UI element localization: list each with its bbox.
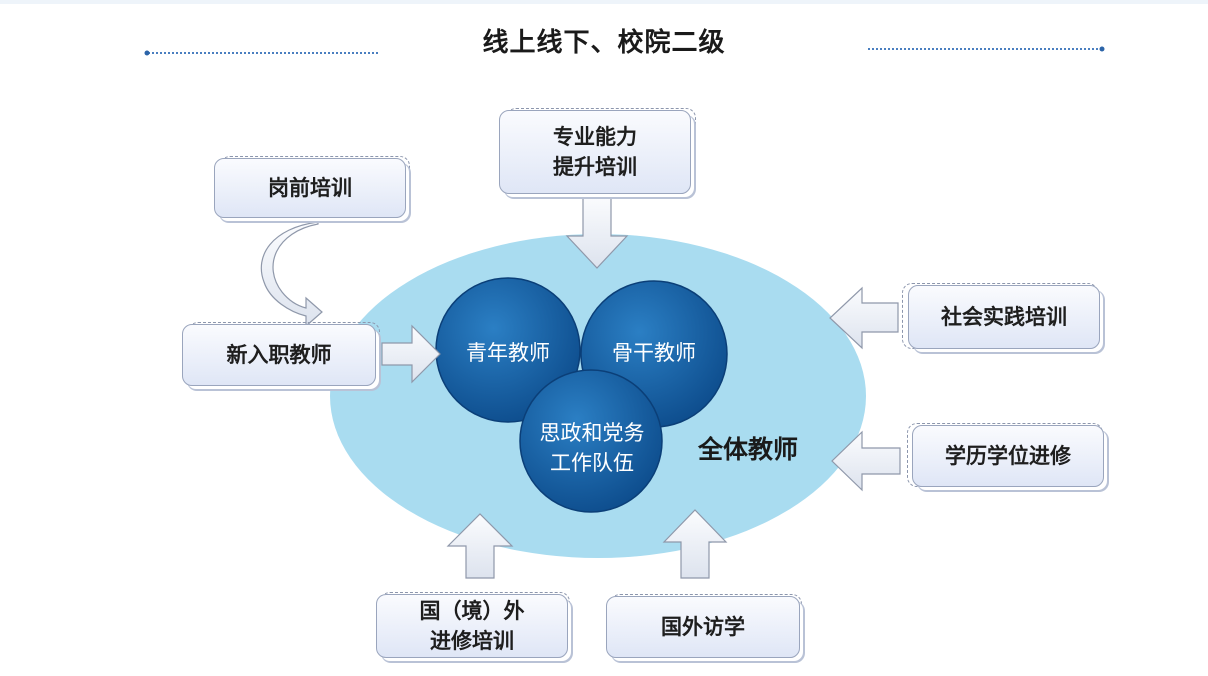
arrow-left-degree <box>831 430 901 492</box>
arrow-up-abroad <box>446 513 514 579</box>
box-new-teacher: 新入职教师 <box>182 324 376 386</box>
box-degree-study: 学历学位进修 <box>912 425 1104 487</box>
top-band <box>0 0 1208 4</box>
label-core-teachers: 骨干教师 <box>612 341 696 365</box>
box-abroad-training: 国（境）外 进修培训 <box>376 594 568 658</box>
circle-political-team <box>519 369 663 513</box>
arrow-up-visit <box>662 509 728 579</box>
arrow-down-professional <box>565 195 629 269</box>
page-title: 线上线下、校院二级 <box>482 28 726 58</box>
box-professional-training: 专业能力 提升培训 <box>499 110 691 194</box>
title-line-right-dot <box>1099 46 1105 52</box>
label-all-teachers: 全体教师 <box>698 435 799 464</box>
box-visit-abroad: 国外访学 <box>606 596 800 658</box>
label-young-teachers: 青年教师 <box>466 341 550 365</box>
arrow-left-social <box>829 286 899 350</box>
box-pre-job-training: 岗前培训 <box>214 158 406 218</box>
title-line-left-dot <box>144 50 150 56</box>
arrow-right-new-teacher <box>381 324 441 384</box>
box-social-practice: 社会实践培训 <box>908 285 1100 349</box>
label-political-team: 思政和党务 工作队伍 <box>539 421 645 476</box>
curved-arrow <box>260 221 323 328</box>
